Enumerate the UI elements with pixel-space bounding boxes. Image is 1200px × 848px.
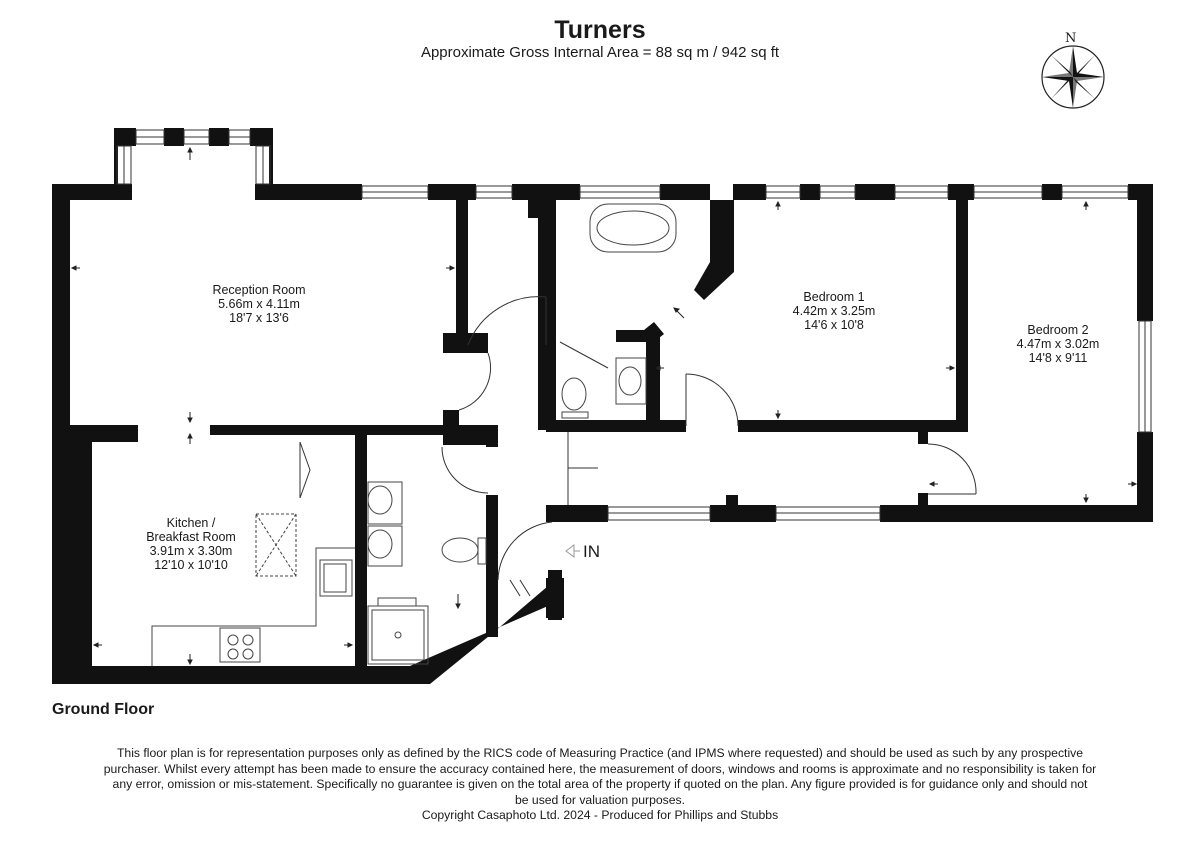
compass-north-label: N bbox=[1065, 31, 1076, 46]
room-dimensions-imperial: 14'8 x 9'11 bbox=[1029, 351, 1088, 365]
room-name: Bedroom 2 bbox=[1027, 323, 1088, 337]
room-name-line-2: Breakfast Room bbox=[146, 530, 236, 544]
disclaimer-line: be used for valuation purposes. bbox=[514, 792, 686, 807]
entrance-label: IN bbox=[583, 542, 600, 561]
skylight-icon bbox=[255, 513, 297, 577]
kitchen-sink-icon bbox=[319, 559, 353, 597]
room-dimensions-imperial: 12'10 x 10'10 bbox=[154, 558, 228, 572]
room-dimensions-imperial: 14'6 x 10'8 bbox=[804, 318, 864, 332]
toilet-icon bbox=[477, 537, 487, 565]
room-label-bedroom-2: Bedroom 2 4.47m x 3.02m 14'8 x 9'11 bbox=[1017, 323, 1100, 365]
doors bbox=[299, 296, 977, 597]
disclaimer-line: This floor plan is for representation pu… bbox=[116, 746, 1084, 760]
room-label-reception: Reception Room 5.66m x 4.11m 18'7 x 13'6 bbox=[212, 283, 305, 325]
floor-label: Ground Floor bbox=[52, 701, 155, 718]
hob-icon bbox=[219, 627, 261, 663]
plan-title: Turners bbox=[554, 16, 646, 44]
fixtures bbox=[151, 203, 677, 666]
disclaimer-line: purchaser. Whilst every attempt has been… bbox=[103, 761, 1097, 776]
room-name: Bedroom 1 bbox=[803, 290, 864, 304]
entrance-arrow-icon bbox=[565, 544, 580, 558]
dimension-arrows bbox=[70, 146, 1138, 666]
room-dimensions-metric: 4.42m x 3.25m bbox=[793, 304, 876, 318]
disclaimer-line: any error, omission or mis-statement. Sp… bbox=[112, 777, 1088, 791]
room-name-line-1: Kitchen / bbox=[167, 516, 216, 530]
room-label-kitchen: Kitchen / Breakfast Room 3.91m x 3.30m 1… bbox=[146, 516, 236, 572]
shower-tray-icon bbox=[367, 605, 429, 665]
room-label-bedroom-1: Bedroom 1 4.42m x 3.25m 14'6 x 10'8 bbox=[793, 290, 876, 332]
bathtub-icon bbox=[589, 203, 677, 253]
room-dimensions-imperial: 18'7 x 13'6 bbox=[229, 311, 289, 325]
room-dimensions-metric: 4.47m x 3.02m bbox=[1017, 337, 1100, 351]
area-subtitle: Approximate Gross Internal Area = 88 sq … bbox=[420, 44, 780, 61]
room-name: Reception Room bbox=[212, 283, 305, 297]
copyright-line: Copyright Casaphoto Ltd. 2024 - Produced… bbox=[421, 808, 779, 822]
toilet-icon bbox=[561, 411, 589, 419]
sink-icon bbox=[615, 357, 647, 405]
room-dimensions-metric: 5.66m x 4.11m bbox=[218, 297, 300, 311]
windows bbox=[116, 129, 1152, 521]
walls bbox=[52, 128, 1153, 684]
disclaimer: This floor plan is for representation pu… bbox=[70, 746, 1130, 824]
compass-rose-icon bbox=[1041, 45, 1105, 109]
room-dimensions-metric: 3.91m x 3.30m bbox=[150, 544, 233, 558]
